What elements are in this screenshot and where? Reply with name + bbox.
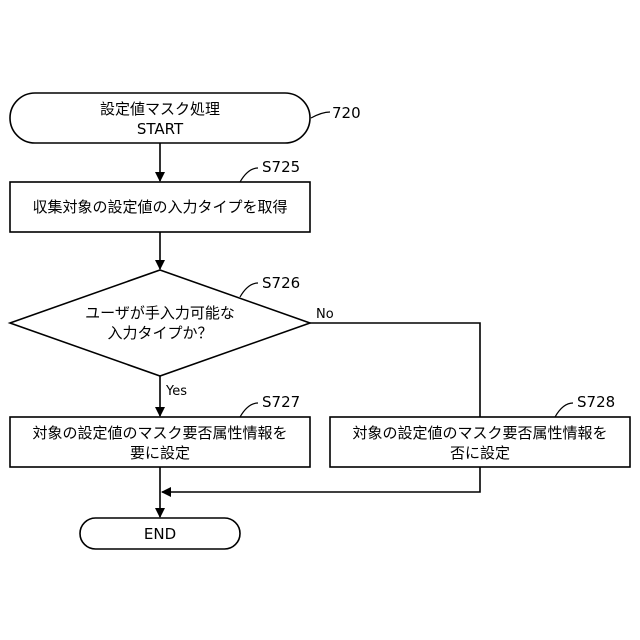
start-title: 設定値マスク処理 — [100, 100, 220, 118]
line-no-to-s728 — [310, 323, 480, 417]
step-s725-ref: S725 — [262, 158, 300, 176]
step-s727-line1: 対象の設定値のマスク要否属性情報を — [32, 424, 287, 442]
start-label: START — [137, 120, 184, 138]
step-s728-ref: S728 — [577, 393, 615, 411]
step-s725-text: 収集対象の設定値の入力タイプを取得 — [32, 198, 287, 216]
yes-label: Yes — [165, 384, 187, 399]
step-s728: 対象の設定値のマスク要否属性情報を 否に設定 — [330, 417, 630, 467]
end-terminal: END — [80, 518, 240, 549]
decision-s726-line1: ユーザが手入力可能な — [85, 304, 235, 322]
start-terminal: 設定値マスク処理 START — [10, 93, 310, 143]
start-ref-leader — [311, 112, 330, 118]
end-label: END — [144, 525, 176, 543]
arrow-s728-to-merge — [162, 467, 480, 492]
s728-ref-leader — [555, 403, 573, 417]
step-s728-line1: 対象の設定値のマスク要否属性情報を — [352, 424, 607, 442]
step-s728-line2: 否に設定 — [450, 444, 510, 462]
s726-ref-leader — [240, 283, 258, 297]
s727-ref-leader — [240, 403, 258, 417]
decision-s726-line2: 入力タイプか？ — [107, 324, 212, 342]
start-ref: 720 — [332, 104, 361, 122]
no-label: No — [316, 307, 334, 322]
step-s727-ref: S727 — [262, 393, 300, 411]
step-s725: 収集対象の設定値の入力タイプを取得 — [10, 182, 310, 232]
s725-ref-leader — [240, 168, 258, 182]
step-s727-line2: 要に設定 — [130, 444, 190, 462]
step-s727: 対象の設定値のマスク要否属性情報を 要に設定 — [10, 417, 310, 467]
decision-s726-ref: S726 — [262, 274, 300, 292]
